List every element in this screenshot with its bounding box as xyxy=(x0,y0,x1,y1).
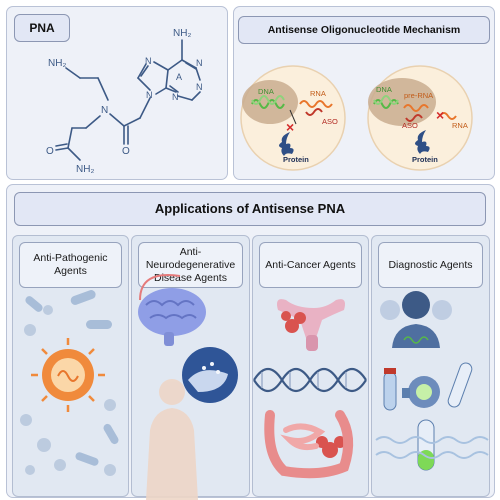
nh2-side-label: NH₂ xyxy=(48,58,66,69)
anti-cancer-label: Anti-Cancer Agents xyxy=(259,242,362,288)
pna-title: PNA xyxy=(14,14,70,42)
anti-neurodegenerative-label: Anti-Neurodegenerative Disease Agents xyxy=(138,242,243,288)
right-protein-label: Protein xyxy=(412,155,438,164)
diagnostic-label: Diagnostic Agents xyxy=(378,242,483,288)
backbone-n-label: N xyxy=(101,105,108,116)
ring-n4: N xyxy=(196,82,203,92)
patient-icon xyxy=(380,291,452,348)
virus-icon xyxy=(31,338,105,412)
block-x-right: × xyxy=(436,107,444,123)
right-pre-rna-label: pre-RNA xyxy=(404,91,433,100)
left-aso-label: ASO xyxy=(322,117,338,126)
brain-icon xyxy=(138,274,206,346)
anti-pathogenic-label: Anti-Pathogenic Agents xyxy=(19,242,122,288)
left-dna-label: DNA xyxy=(258,87,274,96)
base-label: A xyxy=(176,72,182,82)
ring-n2: N xyxy=(145,56,152,66)
left-protein-label: Protein xyxy=(283,155,309,164)
right-aso-label: ASO xyxy=(402,121,418,130)
right-dna-label: DNA xyxy=(376,85,392,94)
left-rna-label: RNA xyxy=(310,89,326,98)
carbonyl-o-left-label: O xyxy=(46,146,54,157)
ring-n3: N xyxy=(196,58,203,68)
intestine-icon xyxy=(264,410,354,479)
applications-title: Applications of Antisense PNA xyxy=(14,192,486,226)
dna-helix-icon xyxy=(253,367,367,393)
mechanism-title: Antisense Oligonucleotide Mechanism xyxy=(238,16,490,44)
detection-device-icon xyxy=(402,376,440,408)
nh2-top-label: NH₂ xyxy=(173,28,191,39)
ring-n5: N xyxy=(172,92,179,102)
carbonyl-o-right-label: O xyxy=(122,146,130,157)
ring-n1: N xyxy=(146,90,153,100)
block-x-left: × xyxy=(286,119,294,135)
bacteria-icon xyxy=(25,290,119,466)
human-silhouette-icon xyxy=(146,379,198,500)
uterus-icon xyxy=(277,299,345,351)
nh2-bottom-label: NH₂ xyxy=(76,164,94,175)
neuron-zoom-icon xyxy=(182,347,238,403)
right-rna-label: RNA xyxy=(452,121,468,130)
